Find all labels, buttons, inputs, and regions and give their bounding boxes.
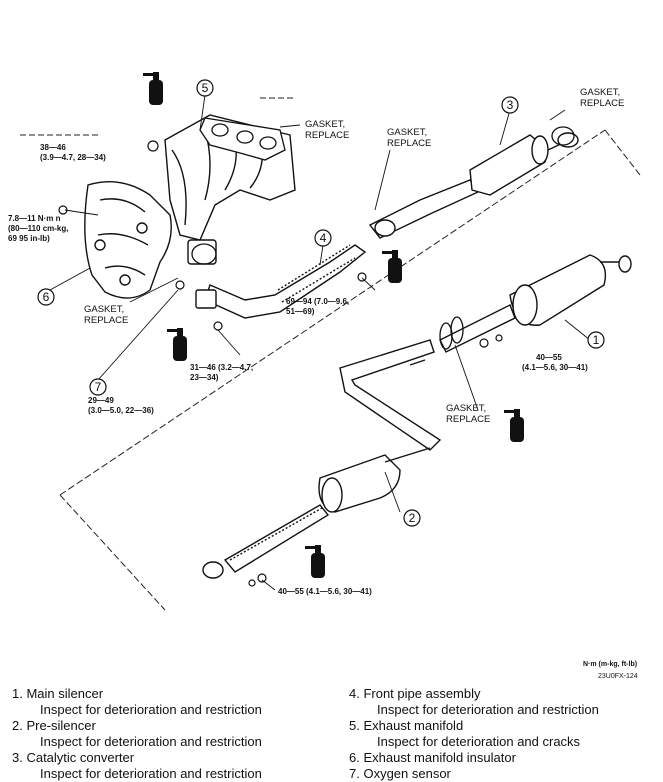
svg-text:69—94 (7.0—9.6,: 69—94 (7.0—9.6, <box>286 297 349 306</box>
frame-outline <box>604 129 641 176</box>
manifold-gasket <box>199 117 286 161</box>
svg-text:REPLACE: REPLACE <box>84 315 128 326</box>
exhaust-system-diagram: 5 3 4 6 1 7 2 GASKET, REPLACE GASKET, RE… <box>8 72 641 611</box>
leader-lines <box>49 94 591 591</box>
svg-text:29—49: 29—49 <box>88 396 114 405</box>
svg-text:40—55 (4.1—5.6, 30—41): 40—55 (4.1—5.6, 30—41) <box>278 587 372 596</box>
gasket-label: GASKET, REPLACE <box>387 127 431 149</box>
torque-label: 40—55 (4.1—5.6, 30—41) <box>278 587 372 596</box>
torque-wrench-icon <box>143 72 163 105</box>
fasteners <box>58 140 503 587</box>
svg-text:1: 1 <box>593 333 600 347</box>
exhaust-manifold-insulator <box>84 180 172 299</box>
svg-text:REPLACE: REPLACE <box>387 138 431 149</box>
callout-6: 6 <box>37 288 55 306</box>
legend-item-catalytic-converter: 3. Catalytic converter <box>12 750 135 765</box>
svg-text:2: 2 <box>409 511 416 525</box>
svg-text:7.8—11 N·m n: 7.8—11 N·m n <box>8 214 61 223</box>
svg-text:REPLACE: REPLACE <box>580 98 624 109</box>
torque-label: 29—49 (3.0—5.0, 22—36) <box>88 396 154 415</box>
torque-label: 38—46 (3.9—4.7, 28—34) <box>40 143 106 162</box>
legend-item-pre-silencer: 2. Pre-silencer <box>12 718 96 733</box>
svg-text:3: 3 <box>507 98 514 112</box>
legend-item-insulator: 6. Exhaust manifold insulator <box>349 750 516 765</box>
torque-wrench-icon <box>504 409 524 442</box>
svg-text:69 95 in-lb): 69 95 in-lb) <box>8 234 50 243</box>
svg-text:REPLACE: REPLACE <box>446 414 490 425</box>
callout-7: 7 <box>89 378 107 396</box>
svg-text:(80—110 cm-kg,: (80—110 cm-kg, <box>8 224 68 233</box>
gasket-label: GASKET, REPLACE <box>446 403 490 425</box>
callout-5: 5 <box>196 79 214 97</box>
legend-item-main-silencer: 1. Main silencer <box>12 686 104 701</box>
svg-text:GASKET,: GASKET, <box>84 304 124 315</box>
torque-wrench-icon <box>167 328 187 361</box>
callout-4: 4 <box>314 229 332 247</box>
front-pipe-assembly <box>195 244 367 319</box>
torque-label: 31—46 (3.2—4.7, 23—34) <box>190 363 253 382</box>
gasket-label: GASKET, REPLACE <box>580 87 624 109</box>
torque-wrench-icon <box>305 545 325 578</box>
svg-text:4: 4 <box>320 231 327 245</box>
legend-desc: Inspect for deterioration and restrictio… <box>40 766 262 781</box>
torque-label: 69—94 (7.0—9.6, 51—69) <box>286 297 349 316</box>
legend-item-exhaust-manifold: 5. Exhaust manifold <box>349 718 464 733</box>
svg-text:(3.0—5.0, 22—36): (3.0—5.0, 22—36) <box>88 406 154 415</box>
svg-text:51—69): 51—69) <box>286 307 315 316</box>
svg-text:38—46: 38—46 <box>40 143 66 152</box>
legend-column-left: 1. Main silencer Inspect for deteriorati… <box>12 686 312 782</box>
callout-1: 1 <box>587 331 605 349</box>
svg-text:(4.1—5.6, 30—41): (4.1—5.6, 30—41) <box>522 363 588 372</box>
legend-desc: Inspect for deterioration and restrictio… <box>40 702 262 717</box>
legend-column-right: 4. Front pipe assembly Inspect for deter… <box>349 686 659 782</box>
pre-silencer-pipe <box>202 339 442 579</box>
legend-desc: Inspect for deterioration and restrictio… <box>377 702 599 717</box>
svg-text:GASKET,: GASKET, <box>580 87 620 98</box>
legend-item-front-pipe: 4. Front pipe assembly <box>349 686 481 701</box>
svg-text:(3.9—4.7, 28—34): (3.9—4.7, 28—34) <box>40 153 106 162</box>
svg-text:GASKET,: GASKET, <box>305 119 345 130</box>
svg-text:6: 6 <box>43 290 50 304</box>
callout-2: 2 <box>403 509 421 527</box>
torque-label: 7.8—11 N·m n (80—110 cm-kg, 69 95 in-lb) <box>8 214 68 243</box>
svg-text:GASKET,: GASKET, <box>446 403 486 414</box>
legend-desc: Inspect for deterioration and restrictio… <box>40 734 262 749</box>
catalytic-converter <box>368 132 579 239</box>
svg-text:31—46 (3.2—4.7,: 31—46 (3.2—4.7, <box>190 363 253 372</box>
svg-text:5: 5 <box>202 81 209 95</box>
svg-text:GASKET,: GASKET, <box>387 127 427 138</box>
gasket-rings <box>191 126 575 350</box>
legend-item-oxygen-sensor: 7. Oxygen sensor <box>349 766 451 781</box>
gasket-label: GASKET, REPLACE <box>305 119 349 141</box>
torque-wrench-icon <box>382 250 402 283</box>
units-note: N·m (m-kg, ft-lb) <box>583 661 638 668</box>
svg-text:REPLACE: REPLACE <box>305 130 349 141</box>
svg-text:7: 7 <box>95 380 102 394</box>
callout-3: 3 <box>501 96 519 114</box>
gasket-label: GASKET, REPLACE <box>84 304 128 326</box>
torque-label: 40—55 (4.1—5.6, 30—41) <box>522 353 588 372</box>
figure-code: 23U0FX-124 <box>598 673 638 680</box>
svg-text:23—34): 23—34) <box>190 373 219 382</box>
frame-outline <box>59 494 166 611</box>
frame-outline <box>59 129 606 496</box>
svg-text:40—55: 40—55 <box>536 353 562 362</box>
parts-legend: 1. Main silencer Inspect for deteriorati… <box>0 686 663 782</box>
legend-desc: Inspect for deterioration and cracks <box>377 734 581 749</box>
